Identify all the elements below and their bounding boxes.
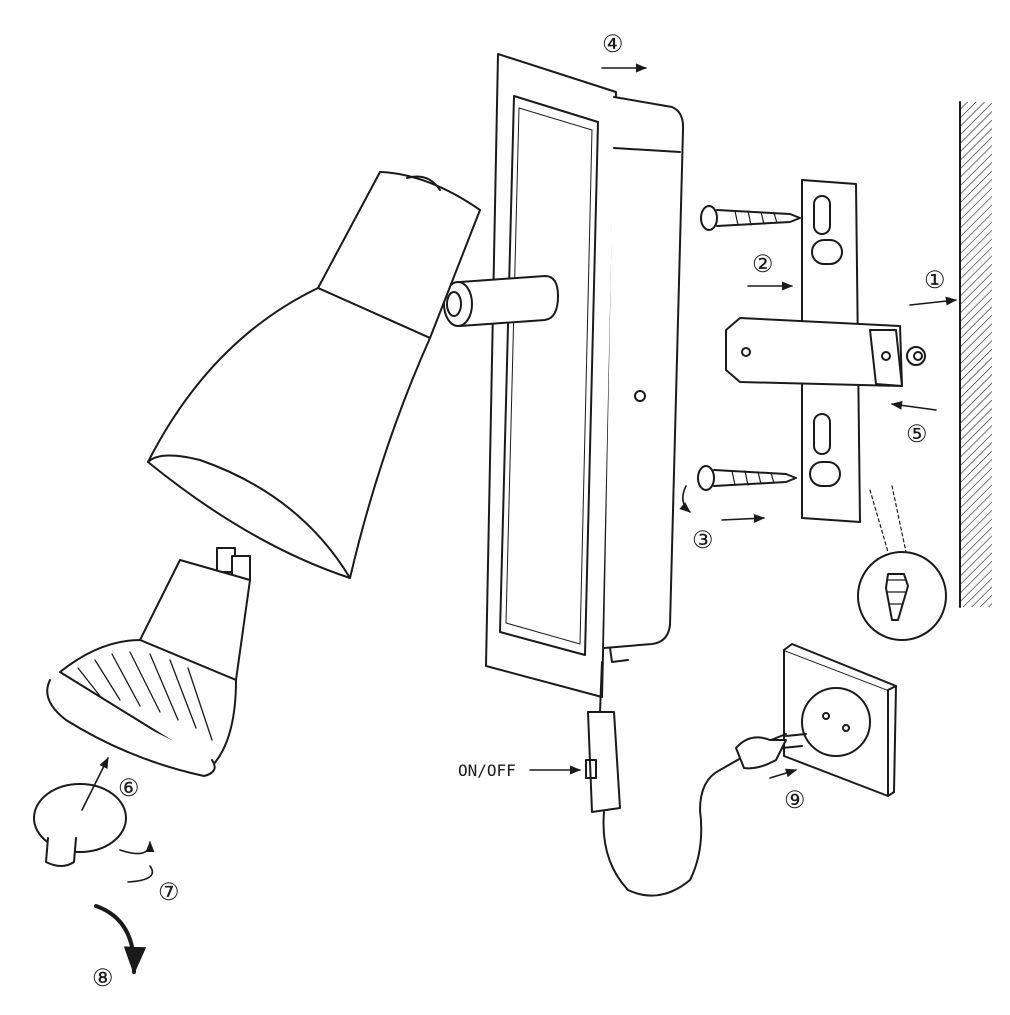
assembly-arrows	[81, 63, 958, 975]
wall-plug-detail	[857, 485, 947, 641]
wall	[959, 101, 992, 608]
step-5-label: ⑤	[906, 420, 928, 448]
step-8-label: ⑧	[92, 964, 114, 992]
mounting-box	[603, 96, 685, 663]
step-3-label: ③	[692, 526, 714, 554]
step-9-label: ⑨	[784, 786, 806, 814]
arm-connector	[443, 275, 559, 327]
back-plate	[485, 53, 617, 698]
step-2-label: ②	[752, 250, 774, 278]
wall-socket	[783, 643, 897, 797]
step-4-label: ④	[602, 30, 624, 58]
step-labels: ① ② ③ ④ ⑤ ⑥ ⑦ ⑧ ⑨ ON/OFF	[92, 30, 946, 992]
step-6-label: ⑥	[118, 774, 140, 802]
lamp-shade	[147, 171, 481, 579]
mounting-bracket	[725, 179, 926, 523]
lens-cap	[33, 783, 127, 867]
power-cable	[585, 661, 807, 897]
step-7-label: ⑦	[158, 878, 180, 906]
screw-lower	[697, 465, 797, 491]
screw-upper	[700, 205, 801, 231]
step-1-label: ①	[924, 266, 946, 294]
on-off-switch-label: ON/OFF	[458, 761, 516, 780]
gu10-bulb	[46, 547, 251, 777]
